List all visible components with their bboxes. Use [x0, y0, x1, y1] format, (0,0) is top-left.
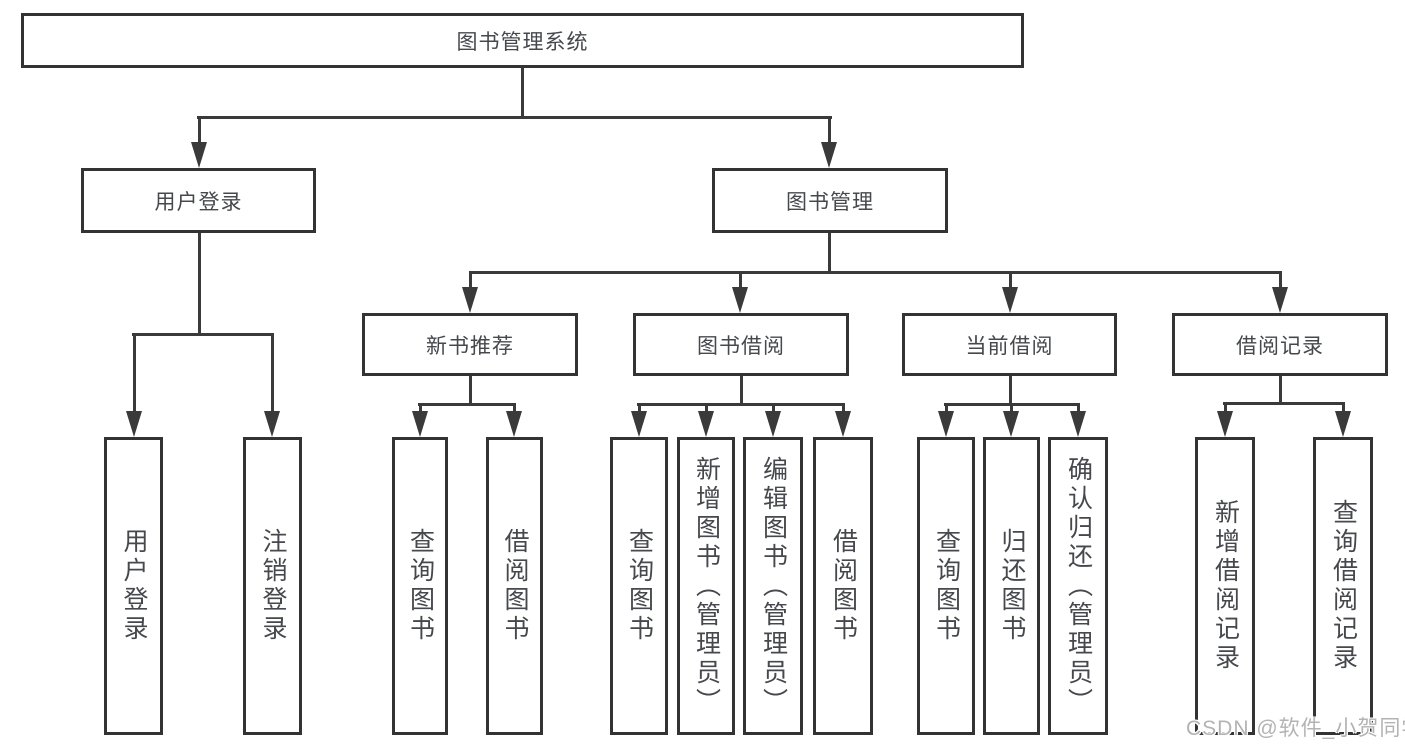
leaf-user-login: 用户登录 — [104, 437, 163, 735]
leaf-query-borrow-record: 查询借阅记录 — [1313, 437, 1373, 735]
leaf-add-books-admin: 新增图书（管理员） — [677, 437, 735, 735]
arrowhead-down-icon — [732, 287, 748, 313]
connector-book-mgmt-bar — [469, 271, 1282, 274]
node-current-borrow-label: 当前借阅 — [965, 334, 1054, 358]
connector-stem — [469, 271, 472, 293]
connector-book-borrow-trunk — [740, 376, 743, 406]
node-book-mgmt: 图书管理 — [712, 168, 948, 233]
connector-stem — [419, 403, 422, 417]
leaf-query-books: 查询图书 — [392, 437, 448, 735]
node-user-login-label: 用户登录 — [154, 190, 243, 214]
connector-user-login-bar — [132, 333, 274, 336]
leaf-borrow-books: 借阅图书 — [486, 437, 543, 735]
arrowhead-down-icon — [821, 142, 837, 168]
node-borrow-record: 借阅记录 — [1172, 313, 1388, 376]
arrowhead-down-icon — [506, 411, 522, 437]
connector-stem — [1010, 403, 1013, 417]
arrowhead-down-icon — [1217, 411, 1233, 437]
node-book-mgmt-label: 图书管理 — [786, 190, 874, 214]
connector-stem — [1279, 271, 1282, 293]
connector-stem-book-mgmt — [828, 116, 831, 146]
arrowhead-down-icon — [1002, 287, 1018, 313]
leaf-add-borrow-record-label: 新增借阅记录 — [1211, 499, 1240, 673]
node-book-borrow: 图书借阅 — [633, 313, 849, 376]
connector-borrow-record-bar — [1223, 402, 1345, 405]
leaf-user-login-label: 用户登录 — [120, 528, 148, 644]
leaf-add-borrow-record: 新增借阅记录 — [1195, 437, 1255, 735]
connector-stem — [133, 333, 136, 415]
leaf-confirm-return-admin-label: 确认归还（管理员） — [1064, 455, 1093, 717]
node-book-borrow-label: 图书借阅 — [697, 334, 785, 358]
connector-stem — [1009, 271, 1012, 293]
node-borrow-record-label: 借阅记录 — [1236, 334, 1324, 358]
leaf-add-books-admin-label: 新增图书（管理员） — [692, 455, 721, 717]
leaf-query-books-label: 查询图书 — [406, 528, 435, 644]
connector-stem — [842, 403, 845, 417]
leaf-query-books: 查询图书 — [917, 437, 975, 735]
connector-root-bar — [197, 116, 832, 119]
arrowhead-down-icon — [1335, 411, 1351, 437]
arrowhead-down-icon — [462, 287, 478, 313]
connector-new-book-rec-bar — [418, 403, 516, 406]
leaf-edit-books-admin-label: 编辑图书（管理员） — [759, 455, 788, 717]
connector-new-book-rec-trunk — [469, 376, 472, 406]
leaf-logout: 注销登录 — [243, 437, 302, 735]
node-new-book-rec: 新书推荐 — [362, 313, 578, 376]
leaf-edit-books-admin: 编辑图书（管理员） — [743, 437, 803, 735]
leaf-logout-label: 注销登录 — [259, 528, 287, 644]
connector-stem — [1342, 402, 1345, 417]
arrowhead-down-icon — [1272, 287, 1288, 313]
arrowhead-down-icon — [765, 411, 781, 437]
node-current-borrow: 当前借阅 — [902, 313, 1117, 376]
arrowhead-down-icon — [835, 411, 851, 437]
arrowhead-down-icon — [1003, 411, 1019, 437]
connector-stem-user-login — [198, 116, 201, 146]
connector-stem — [638, 403, 641, 417]
connector-stem — [1224, 402, 1227, 417]
leaf-confirm-return-admin: 确认归还（管理员） — [1048, 437, 1108, 735]
node-root-label: 图书管理系统 — [456, 30, 589, 54]
leaf-query-borrow-record-label: 查询借阅记录 — [1329, 499, 1358, 673]
arrowhead-down-icon — [631, 411, 647, 437]
csdn-watermark: CSDN @软件_小贺同学 — [1186, 717, 1405, 740]
connector-stem — [1077, 403, 1080, 417]
leaf-query-books: 查询图书 — [610, 437, 668, 735]
connector-stem — [271, 333, 274, 415]
connector-borrow-record-trunk — [1279, 376, 1282, 405]
arrowhead-down-icon — [938, 411, 954, 437]
connector-stem — [739, 271, 742, 293]
connector-stem — [772, 403, 775, 417]
arrowhead-down-icon — [191, 142, 207, 168]
arrowhead-down-icon — [1070, 411, 1086, 437]
arrowhead-down-icon — [264, 411, 280, 437]
node-root: 图书管理系统 — [21, 13, 1024, 68]
arrowhead-down-icon — [126, 411, 142, 437]
leaf-return-books: 归还图书 — [983, 437, 1040, 735]
leaf-query-books-label: 查询图书 — [625, 528, 654, 644]
connector-stem — [705, 403, 708, 417]
connector-book-mgmt-trunk — [828, 233, 831, 274]
node-user-login: 用户登录 — [81, 168, 316, 233]
leaf-return-books-label: 归还图书 — [998, 528, 1026, 644]
arrowhead-down-icon — [412, 411, 428, 437]
connector-current-borrow-trunk — [1009, 376, 1012, 406]
connector-book-borrow-bar — [637, 403, 845, 406]
leaf-borrow-books-label: 借阅图书 — [501, 528, 529, 644]
arrowhead-down-icon — [698, 411, 714, 437]
leaf-borrow-books: 借阅图书 — [813, 437, 873, 735]
node-new-book-rec-label: 新书推荐 — [426, 334, 514, 358]
connector-stem — [513, 403, 516, 417]
leaf-query-books-label: 查询图书 — [932, 528, 961, 644]
connector-user-login-trunk — [198, 233, 201, 336]
connector-stem — [945, 403, 948, 417]
connector-root-trunk — [521, 67, 524, 118]
leaf-borrow-books-label: 借阅图书 — [829, 528, 858, 644]
